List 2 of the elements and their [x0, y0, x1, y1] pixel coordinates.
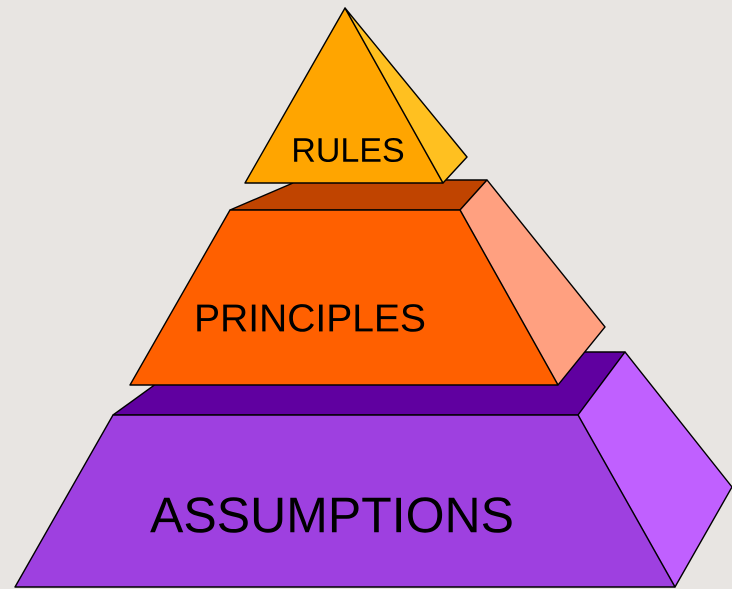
- pyramid-layer: RULES: [244, 7, 468, 184]
- pyramid-layer: PRINCIPLES: [129, 179, 606, 386]
